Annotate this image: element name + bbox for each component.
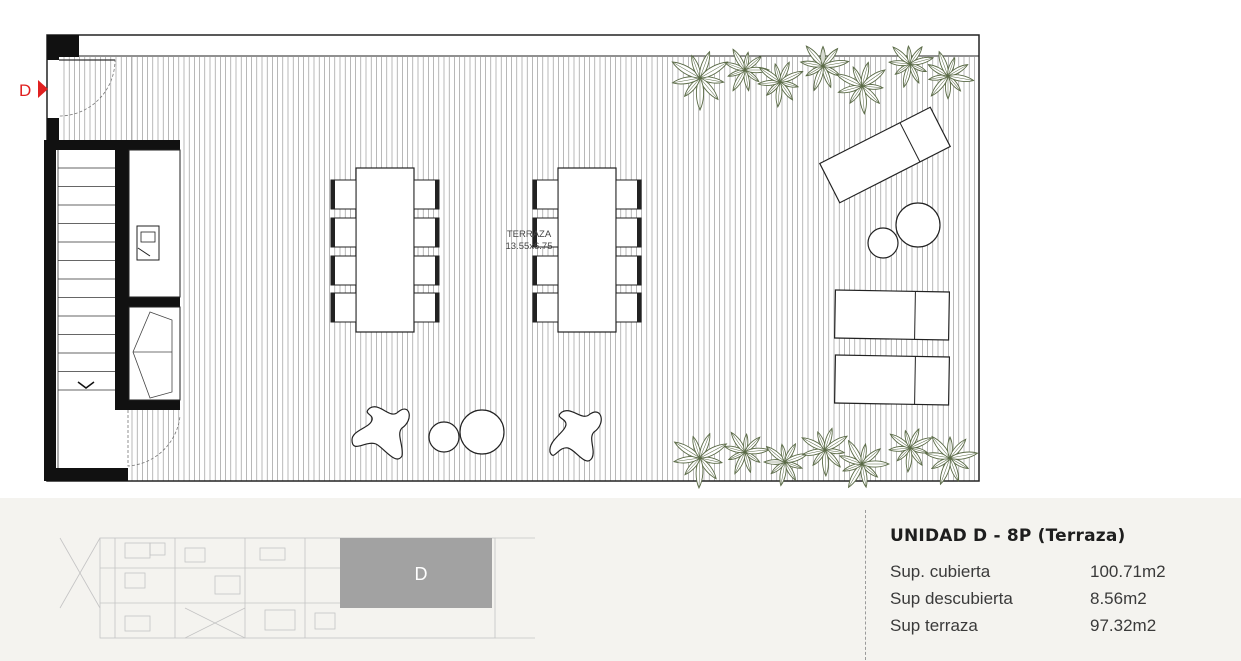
wall-stair-mid xyxy=(115,150,129,410)
area-value: 97.32m2 xyxy=(1090,615,1157,635)
unit-details: UNIDAD D - 8P (Terraza) Sup. cubierta 10… xyxy=(890,526,1230,639)
entry-marker-label: D xyxy=(19,81,31,100)
area-label: Sup. cubierta xyxy=(890,561,991,581)
dining-table-right xyxy=(557,167,617,333)
sun-lounger-lower xyxy=(833,354,951,406)
area-row-terrace: Sup terraza 97.32m2 xyxy=(890,612,1230,639)
area-label: Sup descubierta xyxy=(890,588,1013,608)
unit-d-highlight xyxy=(340,538,492,608)
sun-lounger-upper xyxy=(833,289,951,341)
pouf-right xyxy=(549,410,602,462)
chair xyxy=(615,217,642,248)
area-value: 8.56m2 xyxy=(1090,588,1147,608)
chair xyxy=(615,255,642,286)
chair xyxy=(615,292,642,323)
room-dimensions: 13.55x6.75 xyxy=(505,241,552,252)
floor-keymap: D xyxy=(59,537,535,639)
plant xyxy=(835,61,886,115)
chair xyxy=(330,179,357,210)
dining-chairs xyxy=(330,179,642,323)
chair xyxy=(330,255,357,286)
plant xyxy=(723,431,770,475)
planter-plants xyxy=(671,45,979,490)
chair xyxy=(330,292,357,323)
pouf-left xyxy=(351,406,410,460)
side-table-large xyxy=(895,202,941,248)
tap xyxy=(137,247,151,257)
plant xyxy=(924,435,979,486)
service-block xyxy=(128,149,181,298)
room-name: TERRAZA xyxy=(507,229,552,240)
chair xyxy=(532,217,559,248)
chair xyxy=(330,217,357,248)
area-row-covered: Sup. cubierta 100.71m2 xyxy=(890,558,1230,585)
terrace-floor-plan: D TERRAZA 13.55x6.75 xyxy=(19,34,980,490)
entry-arrow-icon xyxy=(38,80,48,98)
skylight-glass xyxy=(132,311,173,399)
area-value: 100.71m2 xyxy=(1090,561,1166,581)
chair xyxy=(413,217,440,248)
deck-boards xyxy=(63,57,975,481)
unit-info-panel: D UNIDAD D - 8P (Terraza) Sup. cubierta … xyxy=(0,498,1241,661)
wall-left-upper xyxy=(47,57,59,60)
plant xyxy=(762,442,809,487)
lower-door-swing xyxy=(127,410,181,467)
wall-corner xyxy=(47,35,79,57)
wall-stair-top xyxy=(44,140,180,150)
plant xyxy=(888,45,935,89)
chair xyxy=(532,292,559,323)
wall-block-lower xyxy=(115,297,180,307)
sun-lounger-diagonal xyxy=(818,106,952,204)
plant xyxy=(671,50,729,112)
plant xyxy=(757,61,804,108)
skylight xyxy=(128,306,181,401)
stool-small xyxy=(428,421,460,453)
plant xyxy=(799,45,850,92)
plant xyxy=(724,48,771,92)
unit-d-label: D xyxy=(415,564,428,584)
chair xyxy=(532,179,559,210)
sink-basin xyxy=(140,231,156,243)
stair-direction-icon xyxy=(77,381,95,389)
side-table-small xyxy=(867,227,899,259)
dashed-divider xyxy=(865,510,866,660)
keymap-plan-lines xyxy=(59,537,535,639)
entry-door-swing xyxy=(58,59,116,117)
plant xyxy=(838,439,891,489)
plant xyxy=(672,432,728,490)
stool-large xyxy=(459,409,505,455)
unit-title: UNIDAD D - 8P (Terraza) xyxy=(890,526,1126,546)
plant xyxy=(888,428,933,473)
area-label: Sup terraza xyxy=(890,615,978,635)
area-row-uncovered: Sup descubierta 8.56m2 xyxy=(890,585,1230,612)
staircase xyxy=(57,167,115,468)
wall-stair-bottom xyxy=(44,468,128,481)
wall-block-base xyxy=(115,400,180,410)
wall-stair-left xyxy=(44,150,56,481)
plant xyxy=(801,427,848,478)
dining-table-left xyxy=(355,167,415,333)
plant xyxy=(927,50,975,100)
